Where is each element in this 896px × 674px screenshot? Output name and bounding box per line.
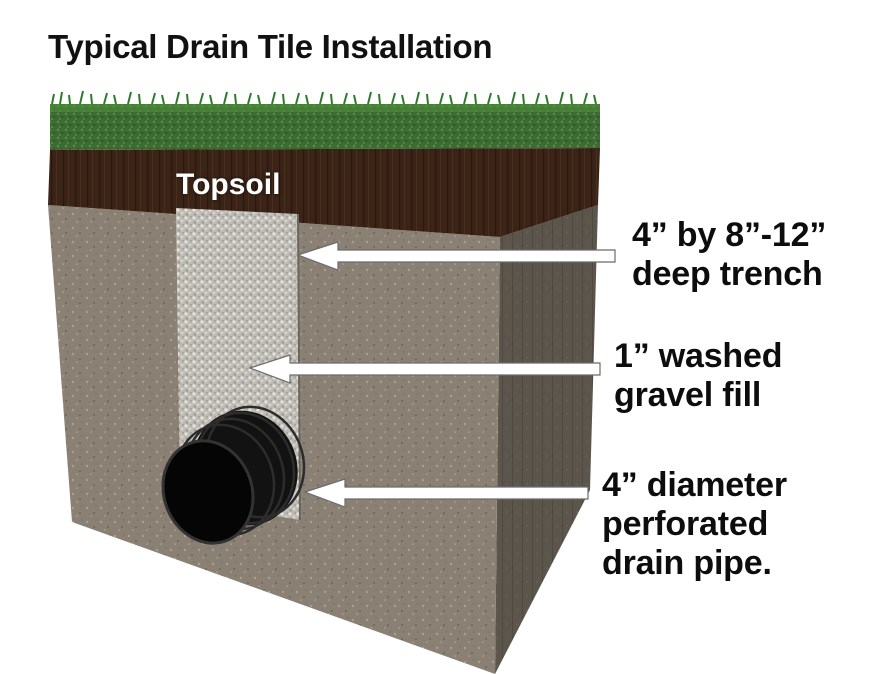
arrow-pipe [303,478,589,508]
callout-pipe: 4” diameter perforated drain pipe. [602,466,787,583]
topsoil-label: Topsoil [176,168,281,201]
arrow-gravel [248,354,601,384]
soil-side-face [495,205,598,674]
grass-layer [50,104,600,150]
callout-pipe-line1: 4” diameter [602,466,787,504]
arrow-trench [296,241,616,271]
drain-pipe [161,405,306,545]
callout-gravel-line1: 1” washed [614,337,783,375]
diagram-title: Typical Drain Tile Installation [48,28,493,65]
callout-trench-line2: deep trench [632,255,823,293]
callout-pipe-line2: perforated [602,505,769,543]
callout-gravel: 1” washed gravel fill [614,337,782,415]
callout-trench-line1: 4” by 8”-12” [632,216,827,254]
grass-blades [51,90,597,105]
callout-pipe-line3: drain pipe. [602,544,772,582]
callout-gravel-line2: gravel fill [614,376,762,414]
callout-trench: 4” by 8”-12” deep trench [632,216,826,294]
